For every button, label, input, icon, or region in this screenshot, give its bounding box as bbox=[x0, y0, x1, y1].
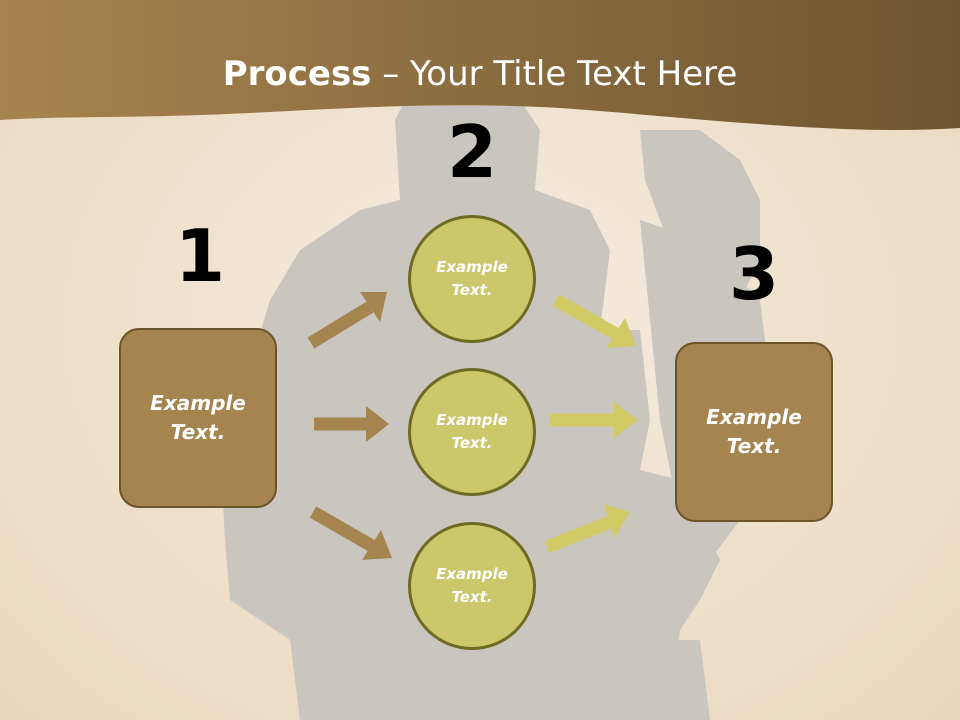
step-2-circle-middle: Example Text. bbox=[408, 368, 536, 496]
step-number-2: 2 bbox=[446, 110, 498, 194]
step-2-circle-middle-label: Example Text. bbox=[436, 411, 508, 452]
title-banner bbox=[0, 0, 960, 130]
step-number-1: 1 bbox=[174, 214, 226, 298]
arrow-top-to-3 bbox=[552, 294, 636, 348]
step-number-3: 3 bbox=[728, 232, 780, 316]
arrow-1-to-top bbox=[307, 292, 387, 349]
arrow-1-to-middle bbox=[314, 406, 389, 442]
arrow-middle-to-3 bbox=[550, 402, 638, 438]
slide-title: Process – Your Title Text Here bbox=[0, 52, 960, 96]
step-2-circle-top: Example Text. bbox=[408, 215, 536, 343]
step-2-circle-bottom: Example Text. bbox=[408, 522, 536, 650]
step-2-circle-bottom-label: Example Text. bbox=[436, 565, 508, 606]
title-rest: – Your Title Text Here bbox=[371, 54, 738, 94]
title-bold: Process bbox=[222, 54, 372, 94]
step-1-label: Example Text. bbox=[150, 391, 246, 444]
step-1-box: Example Text. bbox=[119, 328, 277, 508]
arrow-bottom-to-3 bbox=[544, 504, 630, 554]
arrow-1-to-bottom bbox=[309, 506, 392, 560]
step-3-box: Example Text. bbox=[675, 342, 833, 522]
step-2-circle-top-label: Example Text. bbox=[436, 258, 508, 299]
step-3-label: Example Text. bbox=[706, 405, 802, 458]
